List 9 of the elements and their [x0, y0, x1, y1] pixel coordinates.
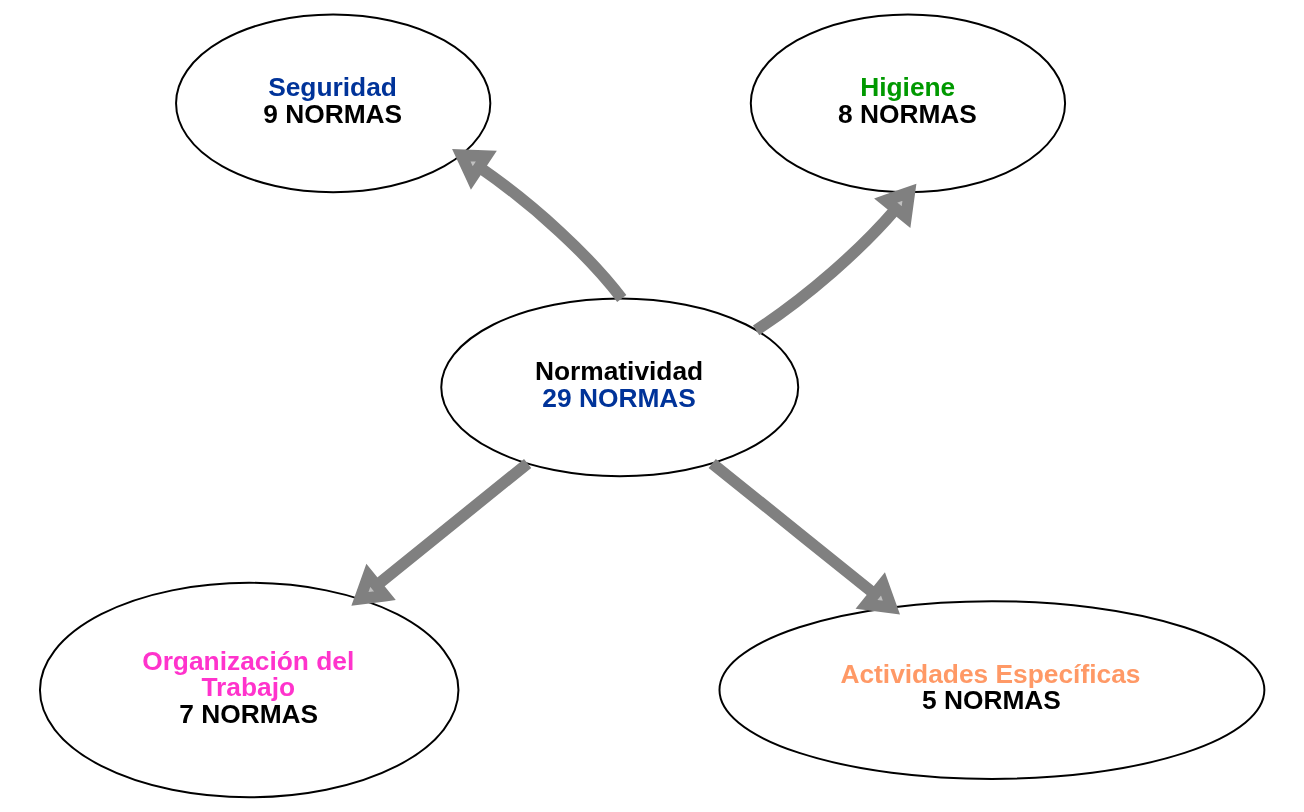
arrow: [452, 149, 627, 303]
node-ellipse: Normatividad 29 NORMAS: [440, 297, 800, 478]
arrow: [752, 183, 917, 336]
arrow: [351, 458, 532, 606]
arrow: [708, 458, 900, 615]
node-ellipse: Higiene 8 NORMAS: [749, 13, 1067, 194]
node-ellipse: Actividades Específicas 5 NORMAS: [718, 600, 1266, 780]
node-ellipse: Organización del Trabajo 7 NORMAS: [38, 581, 460, 799]
node-ellipse: Seguridad 9 NORMAS: [175, 13, 492, 194]
